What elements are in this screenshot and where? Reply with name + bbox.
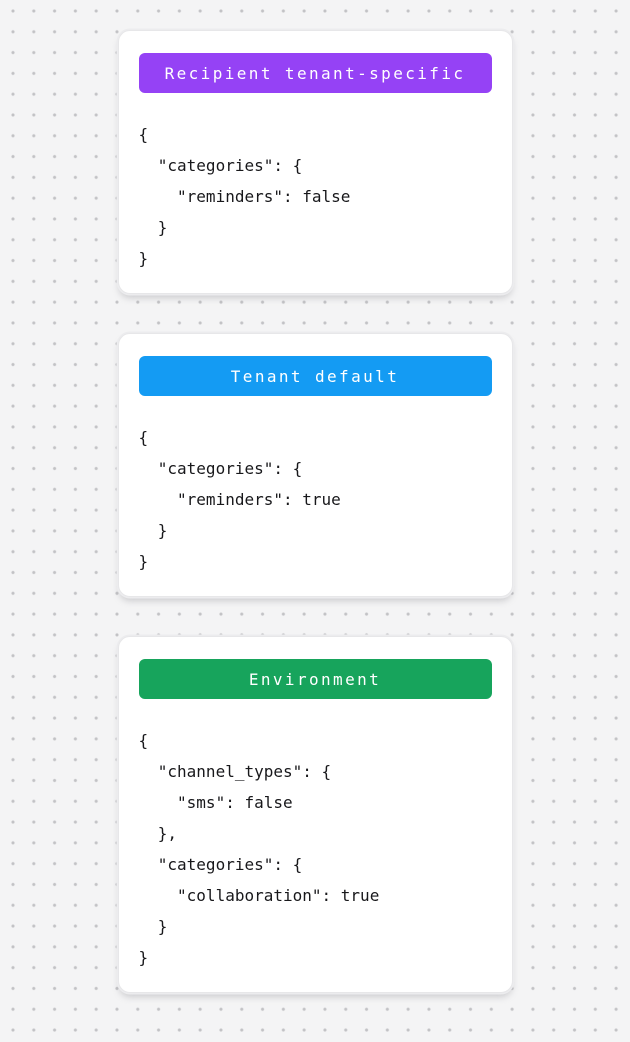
- badge-label: Tenant default: [230, 366, 400, 386]
- json-code-block: { "categories": { "reminders": true } }: [138, 428, 341, 571]
- json-code-block: { "channel_types": { "sms": false }, "ca…: [138, 731, 380, 967]
- card-tenant-default: Tenant default { "categories": { "remind…: [117, 333, 513, 597]
- badge-tenant-default: Tenant default: [138, 356, 492, 396]
- card-environment: Environment { "channel_types": { "sms": …: [117, 636, 513, 993]
- badge-environment: Environment: [138, 659, 492, 699]
- json-code-block: { "categories": { "reminders": false } }: [138, 125, 351, 268]
- card-recipient-tenant-specific: Recipient tenant-specific { "categories"…: [117, 30, 513, 294]
- badge-label: Environment: [248, 669, 382, 689]
- badge-label: Recipient tenant-specific: [164, 63, 466, 83]
- badge-recipient-tenant-specific: Recipient tenant-specific: [138, 53, 492, 93]
